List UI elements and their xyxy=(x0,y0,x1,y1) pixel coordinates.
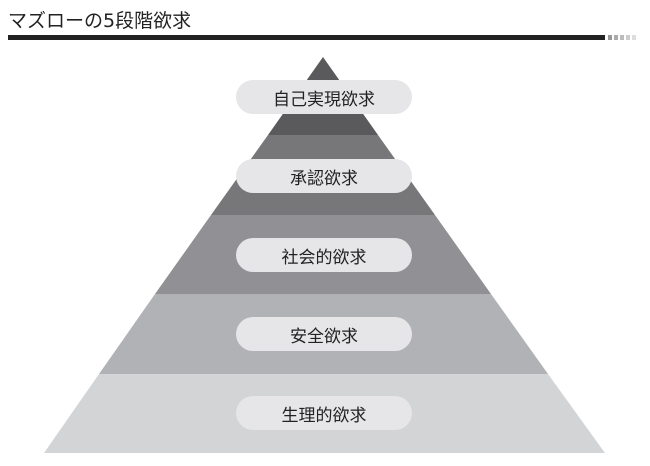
underline-dash xyxy=(620,35,624,40)
page-title: マズローの5段階欲求 xyxy=(8,10,192,32)
underline-dash xyxy=(626,35,630,40)
underline-dash xyxy=(632,35,636,40)
level-label-safety: 安全欲求 xyxy=(236,317,412,351)
title-underline xyxy=(8,35,605,40)
level-label-self-actualization: 自己実現欲求 xyxy=(236,80,412,114)
underline-dash xyxy=(608,35,612,40)
level-label-physiological: 生理的欲求 xyxy=(236,396,412,430)
level-label-social: 社会的欲求 xyxy=(236,238,412,272)
level-label-esteem: 承認欲求 xyxy=(236,159,412,193)
underline-dash xyxy=(614,35,618,40)
